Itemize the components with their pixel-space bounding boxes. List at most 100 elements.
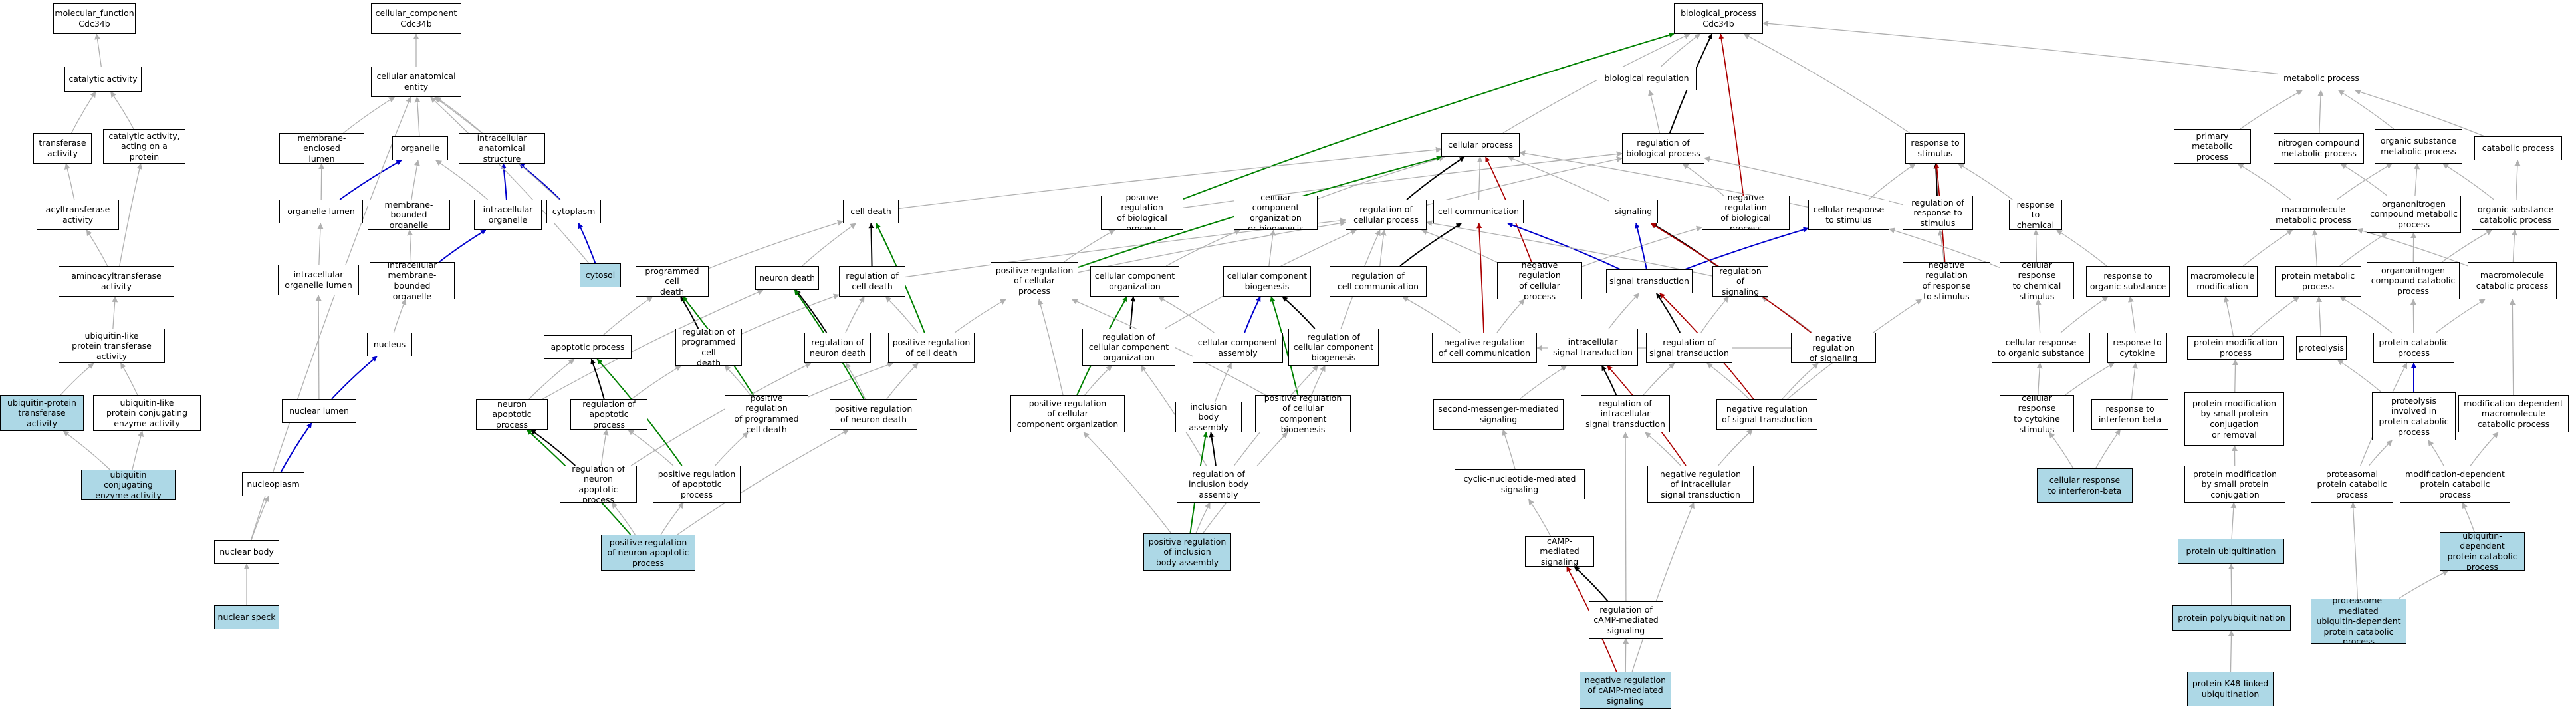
go-term-nuclear-speck: nuclear speck (214, 605, 279, 629)
edge-resp_chem-to-resp_stim (1957, 163, 2013, 200)
edge-reg_neuron_apoptotic-to-reg_apoptotic (600, 429, 609, 466)
edge-pos_reg_cc_org-to-reg_cc_org (1084, 365, 1112, 396)
go-term-signal-trans: signal transduction (1606, 269, 1693, 293)
go-term-pos-reg-apoptotic: positive regulation of apoptotic process (653, 466, 741, 503)
go-term-bio-reg: biological regulation (1597, 67, 1697, 90)
go-term-ub-dep-protein-cat: ubiquitin-dependent protein catabolic pr… (2440, 532, 2525, 571)
go-term-mf-root: molecular_function Cdc34b (53, 3, 136, 34)
go-term-pos-reg-inclusion-body: positive regulation of inclusion body as… (1143, 533, 1231, 571)
edge-signaling-to-cellular_process (1507, 156, 1609, 202)
edge-neg_reg_cellular-to-reg_cellular (1421, 229, 1498, 263)
edge-reg_neuron_apoptotic-to-neuron_apoptotic (530, 429, 576, 466)
edge-pos_reg_cell_death-to-reg_cell_death (885, 296, 919, 333)
go-term-reg-signaling: regulation of signaling (1712, 266, 1768, 297)
edge-ub_conjugating-to-ubl_conjugating (132, 430, 144, 470)
edge-neg_reg_camp-to-neg_reg_intra_signal (1631, 502, 1695, 672)
go-term-neg-reg-camp: negative regulation of cAMP-mediated sig… (1580, 672, 1671, 709)
go-term-second-messenger: second-messenger-mediated signaling (1433, 399, 1564, 430)
go-term-neuron-death: neuron death (755, 266, 819, 290)
edge-reg_apoptotic-to-reg_pcd (631, 365, 682, 400)
edge-transferase-to-catalytic (70, 91, 96, 134)
edge-organonitrogen_met-to-nitrogen_met (2340, 163, 2387, 196)
edge-ub_transferase-to-ubl_transferase (60, 362, 94, 396)
edge-mod_dep_protein_cat-to-mod_dep_macro_cat (2470, 432, 2499, 466)
go-term-reg-pcd: regulation of programmed cell death (675, 329, 742, 366)
edge-reg_pcd-to-prog_cell_death (679, 296, 699, 329)
edge-neuron_apoptotic-to-neuron_death (542, 289, 764, 400)
go-term-membrane-bounded: membrane-bounded organelle (368, 200, 450, 230)
edge-organelle_lumen-to-organelle (339, 160, 402, 200)
edge-cell_resp_ifn_beta-to-cell_resp_cytokine (2049, 432, 2074, 469)
edge-neuron_apoptotic-to-apoptotic (528, 358, 575, 400)
go-term-acyltransferase: acyltransferase activity (37, 200, 119, 230)
edge-neg_reg_cell_comm-to-reg_cell_comm (1402, 296, 1461, 333)
edge-proteasome_ub_cat-to-proteasomal_cat (2350, 502, 2358, 599)
edge-proteasomal_cat-to-proteolysis_cat (2369, 440, 2393, 466)
go-term-camp-second-messenger: cyclic-nucleotide-mediated signaling (1455, 469, 1585, 499)
edge-ub_conjugating-to-ub_transferase (62, 430, 110, 470)
go-term-nucleoplasm: nucleoplasm (242, 472, 304, 496)
edge-reg_cc_biogenesis-to-cc_biogenesis (1282, 296, 1316, 329)
edge-resp_stim-to-bp_root (1743, 33, 1910, 134)
go-term-reg-resp-stim: regulation of response to stimulus (1903, 196, 1973, 230)
go-term-reg-camp: regulation of cAMP-mediated signaling (1589, 601, 1663, 639)
edge-reg_intra_signal-to-reg_signal_trans (1643, 362, 1675, 396)
go-term-nitrogen-met: nitrogen compound metabolic process (2274, 133, 2364, 164)
edge-pos_reg_cc_biogenesis-to-reg_cc_biogenesis (1311, 365, 1326, 396)
edge-org_sub_cat-to-org_sub_met (2442, 163, 2494, 200)
go-term-protein-mod-small-conj: protein modification by small protein co… (2184, 466, 2285, 503)
go-term-inclusion-body-assembly: inclusion body assembly (1175, 402, 1242, 432)
go-term-metabolic: metabolic process (2278, 67, 2365, 90)
edge-signal_trans-to-cell_comm (1507, 222, 1621, 270)
go-term-cytoplasm: cytoplasm (546, 200, 601, 223)
go-term-cell-resp-chem: cellular response to chemical stimulus (2000, 262, 2074, 299)
edge-metabolic-to-bp_root (1762, 20, 2278, 75)
edge-reg_neuron_death-to-reg_cell_death (845, 296, 865, 333)
go-term-cc-org: cellular component organization (1090, 266, 1179, 297)
edge-reg_signaling-to-reg_cellular (1426, 220, 1713, 277)
edge-macro_mod-to-macro_met (2243, 229, 2293, 267)
go-term-reg-cc-biogenesis: regulation of cellular component biogene… (1288, 329, 1379, 366)
edge-cytoplasm-to-intracellular_structure (519, 163, 561, 200)
edge-reg_signal_trans-to-reg_signaling (1700, 296, 1729, 333)
go-term-ubl-transferase: ubiquitin-like protein transferase activ… (59, 329, 165, 363)
edge-bio_reg-to-bp_root (1661, 33, 1701, 67)
go-term-primary-met: primary metabolic process (2174, 129, 2251, 164)
edge-intra_signal-to-signal_trans (1608, 293, 1640, 329)
edge-reg_cc_org-to-cc_org (1129, 296, 1136, 329)
edge-cytosol-to-cae (430, 96, 590, 264)
go-term-reg-apoptotic: regulation of apoptotic process (570, 399, 647, 430)
go-term-resp-stim: response to stimulus (1905, 133, 1965, 164)
edge-neuron_death-to-cell_death (802, 223, 857, 267)
edge-mod_dep_macro_cat-to-macro_cat (2509, 299, 2516, 396)
edge-cat_on_protein-to-catalytic (110, 91, 134, 130)
edge-prog_cell_death-to-cell_death (708, 219, 844, 269)
edge-cc_org-to-ccob (1166, 229, 1241, 267)
edge-proteolysis_cat-to-proteolysis (2337, 359, 2382, 393)
edge-pos_reg_neuron_death-to-pos_reg_cell_death (886, 362, 919, 400)
edge-cc_assembly-to-cc_org (1157, 296, 1215, 333)
go-term-cell-resp-ifn-beta: cellular response to interferon-beta (2037, 468, 2133, 503)
edge-reg_signal_trans-to-signal_trans (1655, 293, 1681, 333)
go-term-neg-reg-intra-signal: negative regulation of intracellular sig… (1647, 466, 1754, 503)
edge-organelle_lumen-to-membrane_lumen (318, 163, 325, 200)
edge-pos_reg_neuron_death-to-reg_neuron_death (845, 362, 866, 400)
edge-camp_second_messenger-to-second_messenger (1502, 429, 1516, 470)
edge-proteolysis-to-protein_met (2316, 296, 2323, 337)
go-term-mod-dep-macro-cat: modification-dependent macromolecule cat… (2458, 395, 2569, 432)
go-term-resp-org-sub: response to organic substance (2086, 266, 2170, 297)
go-term-apoptotic: apoptotic process (544, 335, 632, 359)
edge-reg_camp-to-camp_signaling (1574, 566, 1609, 602)
go-term-reg-cc-org: regulation of cellular component organiz… (1082, 329, 1175, 366)
edge-reg_resp_stim-to-reg_bio (1704, 156, 1903, 206)
edge-macro_met-to-org_sub_met (2336, 163, 2393, 200)
edge-proteasome_ub_cat-to-ub_dep_protein_cat (2398, 570, 2449, 599)
go-term-bp-root: biological_process Cdc34b (1674, 3, 1763, 34)
go-term-cc-root: cellular_component Cdc34b (371, 3, 461, 34)
edge-reg_inclusion_body-to-inclusion_body_assembly (1209, 432, 1217, 466)
go-term-resp-ifn-beta: response to interferon-beta (2091, 399, 2168, 430)
edge-primary_met-to-metabolic (2240, 90, 2303, 130)
edge-neg_reg_cell_comm-to-cell_comm (1476, 223, 1484, 333)
edge-pos_reg_cell_death-to-pos_reg_cellular (954, 299, 1006, 333)
go-term-catabolic: catabolic process (2474, 136, 2562, 160)
